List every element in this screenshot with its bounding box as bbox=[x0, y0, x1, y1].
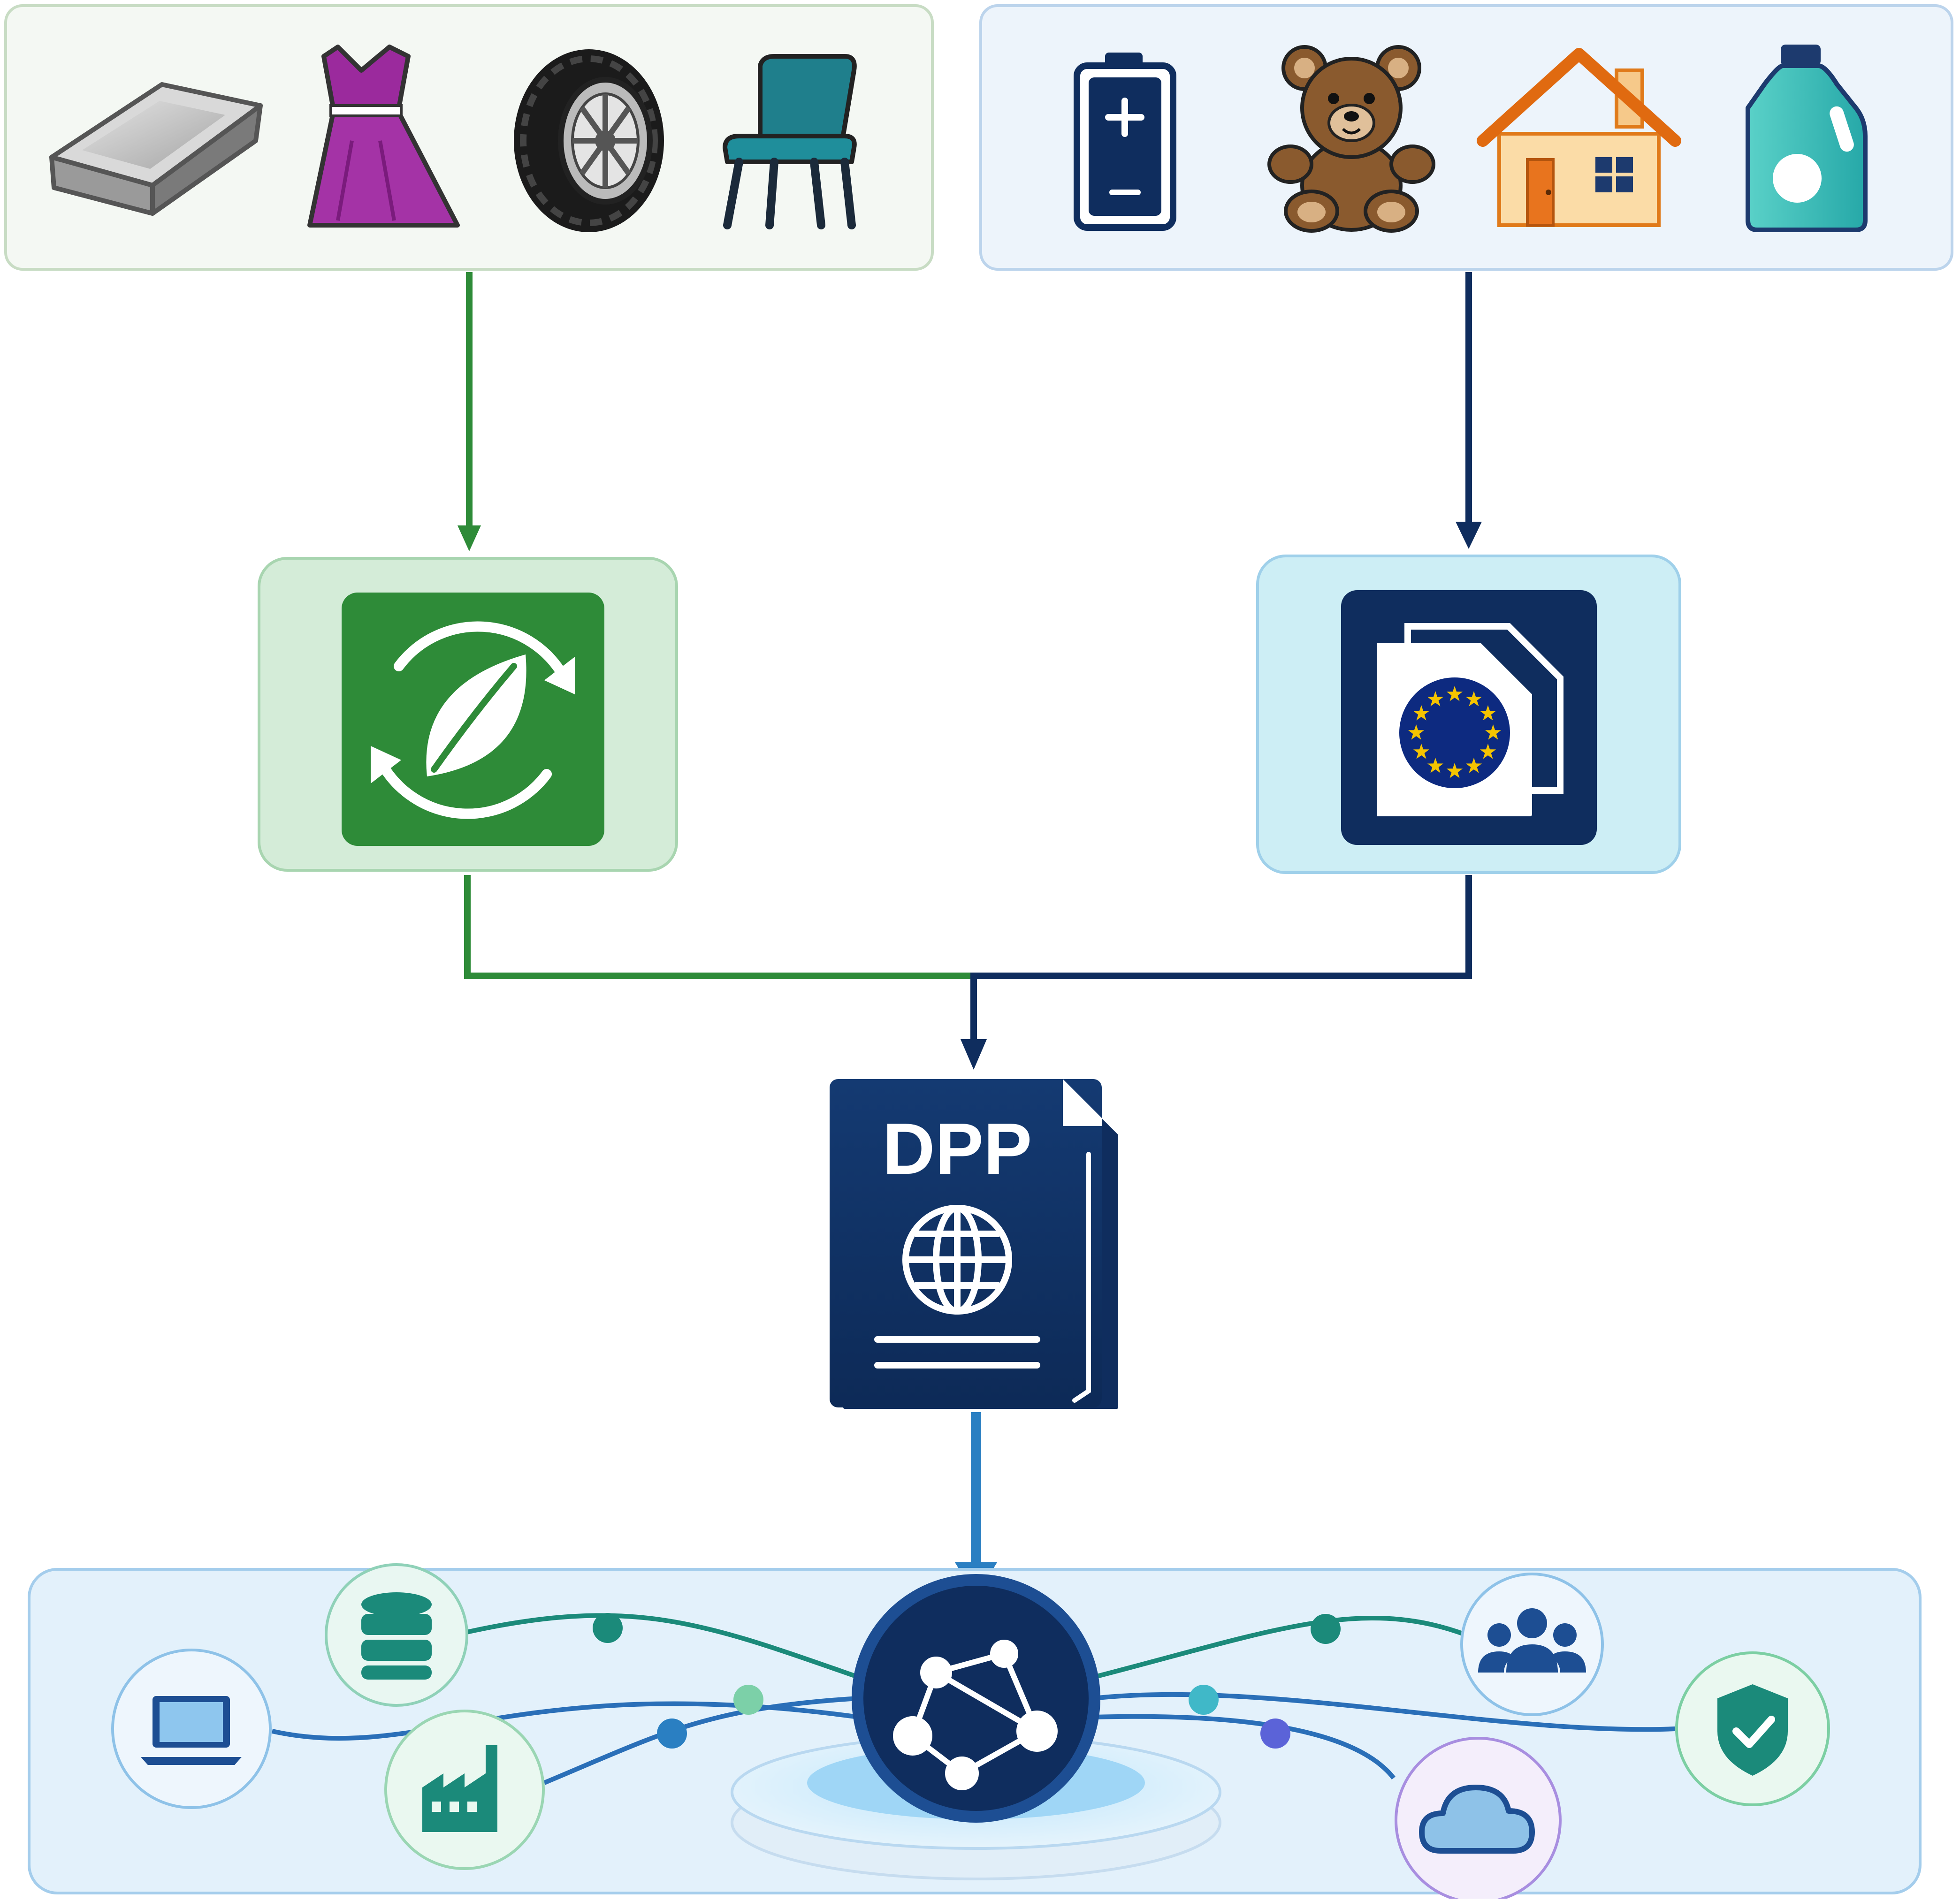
eu-star bbox=[1427, 758, 1444, 773]
network-panel bbox=[28, 1563, 1922, 1901]
eu-regulation-node bbox=[1256, 555, 1681, 874]
eu-star bbox=[1413, 744, 1430, 759]
eu-star bbox=[1465, 691, 1482, 707]
shield-check-icon bbox=[1717, 1684, 1788, 1776]
tire-icon bbox=[514, 49, 664, 232]
hub-node bbox=[852, 1574, 1100, 1823]
eu-star bbox=[1485, 724, 1502, 740]
database-icon bbox=[361, 1592, 432, 1680]
battery-icon bbox=[1074, 53, 1176, 231]
merge-right-line bbox=[970, 875, 1472, 1051]
cloud-node bbox=[1395, 1737, 1562, 1901]
eu-star bbox=[1413, 705, 1430, 721]
shield-node bbox=[1675, 1651, 1830, 1806]
dress-icon bbox=[307, 45, 460, 228]
metal-ingot-icon bbox=[49, 82, 263, 216]
globe-icon bbox=[902, 1205, 1012, 1315]
laptop-node bbox=[111, 1649, 272, 1809]
people-node bbox=[1460, 1573, 1604, 1716]
chair-icon bbox=[723, 54, 857, 229]
merge-left-line bbox=[464, 875, 974, 979]
connector-lines bbox=[458, 272, 1482, 1597]
house-icon bbox=[1477, 48, 1681, 227]
dpp-label: DPP bbox=[883, 1108, 1032, 1189]
teddy-bear-icon bbox=[1267, 45, 1435, 233]
eu-star bbox=[1427, 691, 1444, 707]
dpp-document: DPP bbox=[830, 1079, 1118, 1409]
database-node bbox=[325, 1563, 468, 1707]
eu-star bbox=[1465, 758, 1482, 773]
eu-star bbox=[1480, 705, 1496, 721]
people-icon bbox=[1478, 1608, 1586, 1673]
product-group-right bbox=[979, 4, 1953, 271]
eu-stars bbox=[1408, 686, 1502, 778]
cloud-icon bbox=[1419, 1785, 1535, 1854]
eu-documents-icon bbox=[1377, 623, 1563, 816]
product-group-left bbox=[4, 4, 934, 271]
eu-star bbox=[1446, 686, 1463, 701]
factory-icon bbox=[422, 1745, 497, 1832]
laptop-icon bbox=[141, 1696, 242, 1765]
leaf-recycle-icon bbox=[371, 621, 575, 819]
eu-star bbox=[1480, 744, 1496, 759]
eu-star bbox=[1408, 724, 1425, 740]
factory-node bbox=[384, 1710, 545, 1870]
eu-star bbox=[1446, 763, 1463, 778]
network-graph-icon bbox=[893, 1640, 1058, 1790]
detergent-bottle-icon bbox=[1746, 45, 1868, 232]
sustainability-node bbox=[258, 557, 678, 872]
